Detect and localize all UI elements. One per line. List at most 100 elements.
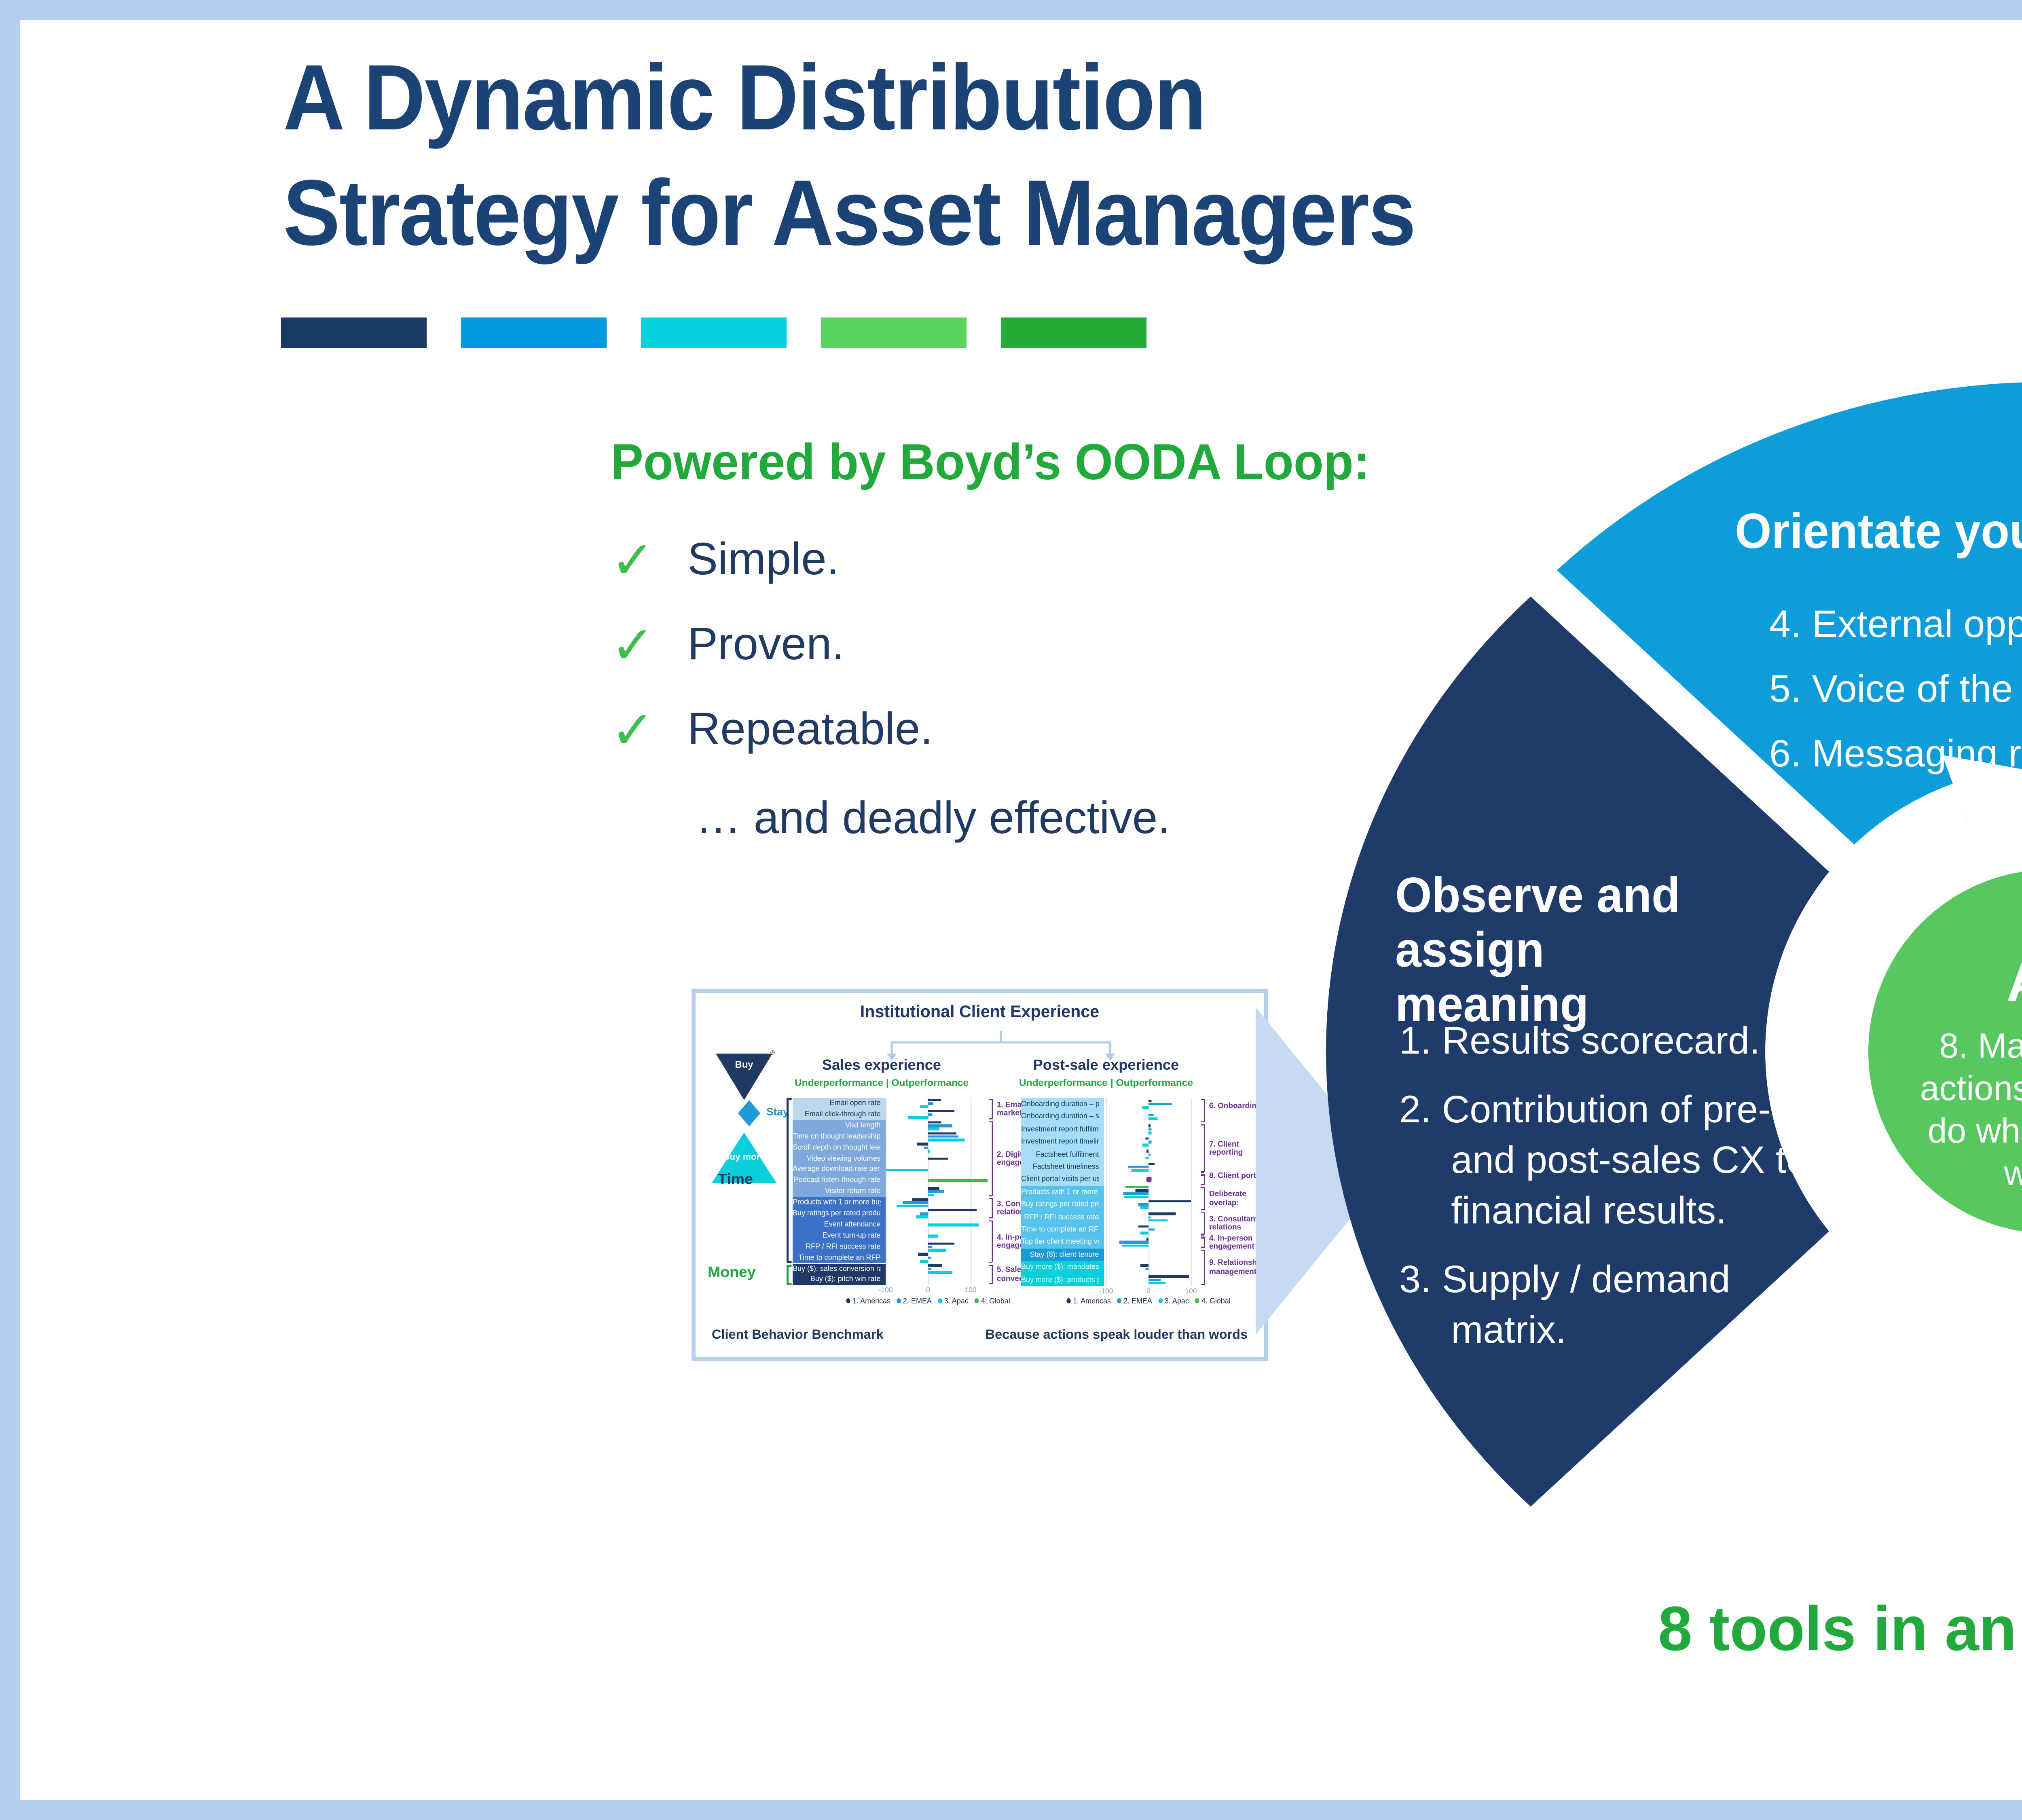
figure-bar [928, 1187, 939, 1190]
figure-row-label: Investment report fulfilment [1021, 1124, 1099, 1133]
figure-bar [912, 1198, 928, 1201]
legend-dot-icon [846, 1298, 851, 1303]
accent-bar [641, 317, 787, 348]
quadrant-list-item: 5. Voice of the client. [1769, 669, 2022, 712]
figure-row-label: Onboarding duration – pooled [1021, 1099, 1099, 1109]
figure-legend-label: 2. EMEA [1123, 1296, 1152, 1306]
figure-row-label: Investment report timeliness [1021, 1136, 1099, 1146]
figure-bar [886, 1168, 928, 1171]
figure-bar [928, 1271, 953, 1274]
funnel-buy-more-label: Buy more [723, 1151, 765, 1162]
figure-bar [928, 1179, 988, 1182]
figure-connector [890, 1041, 893, 1054]
funnel-buy-label: Buy [735, 1060, 753, 1071]
figure-legend-item: 2. EMEA [1117, 1296, 1152, 1306]
figure-bar [918, 1253, 928, 1256]
figure-bar [1148, 1228, 1155, 1231]
figure-bar [928, 1157, 948, 1160]
figure-bar [1145, 1268, 1148, 1270]
figure-bar [1148, 1275, 1189, 1278]
figure-bar [1148, 1099, 1152, 1103]
figure-bar [924, 1146, 928, 1149]
page-title-line1: A Dynamic Distribution [283, 44, 1206, 150]
money-bracket [787, 1265, 789, 1285]
figure-category-bracket [1201, 1124, 1204, 1126]
figure-bar [1148, 1219, 1168, 1222]
figure-category-bracket [989, 1283, 992, 1285]
figure-row-label: Onboarding duration – segregated [1021, 1111, 1099, 1121]
figure-bar [1128, 1166, 1148, 1168]
figure-bar [928, 1264, 943, 1267]
page-title-line2: Strategy for Asset Managers [283, 160, 1416, 265]
figure-category-bracket [989, 1220, 992, 1222]
footer-caption: 8 tools in an ongoing cycle [1658, 1594, 2022, 1664]
figure-row-label: Buy more ($): products per client [1021, 1274, 1099, 1284]
figure-category-bracket [1201, 1237, 1204, 1238]
figure-bar [1145, 1156, 1148, 1159]
post-sale-panel-subheader: Underperformance | Outperformance [1019, 1078, 1193, 1089]
figure-bar [928, 1242, 954, 1245]
figure-label-band [1021, 1185, 1104, 1249]
intro-heading: Powered by Boyd’s OODA Loop: [611, 435, 1370, 491]
figure-category-bracket [992, 1220, 993, 1263]
figure-bar [1148, 1153, 1151, 1156]
check-icon: ✓ [611, 530, 655, 590]
figure-legend-item: 1. Americas [1066, 1296, 1111, 1306]
figure-bar [1148, 1212, 1176, 1215]
client-experience-figure: Institutional Client Experience Buy ® St… [692, 989, 1268, 1361]
figure-bar [1138, 1225, 1148, 1228]
figure-bar [1141, 1232, 1148, 1234]
figure-category-bracket [989, 1261, 992, 1263]
ooda-cycle-diagram [1326, 382, 2022, 1507]
funnel-stay-label: Stay [766, 1106, 789, 1118]
figure-gridline [1148, 1098, 1150, 1286]
legend-dot-icon [1158, 1298, 1163, 1303]
legend-dot-icon [974, 1298, 979, 1303]
figure-legend-item: 1. Americas [846, 1296, 890, 1306]
figure-bar [928, 1249, 947, 1252]
quadrant-list-item: 1. Results scorecard. [1399, 1021, 1760, 1064]
figure-bar [896, 1204, 928, 1208]
legend-dot-icon [897, 1298, 901, 1303]
quadrant-list-item: 2. Contribution of pre- and post-sales C… [1399, 1090, 1808, 1234]
figure-category-bracket [989, 1198, 992, 1200]
figure-bar [928, 1121, 941, 1124]
figure-category-bracket [1201, 1284, 1204, 1285]
observe-heading: Observe and assign meaning [1395, 870, 1681, 1033]
figure-category-bracket [989, 1217, 992, 1219]
figure-category-label: 3. Consultant relations [1209, 1214, 1258, 1232]
figure-category-bracket [1201, 1171, 1204, 1172]
figure-connector [892, 1041, 1110, 1043]
figure-bar [1148, 1103, 1172, 1106]
legend-dot-icon [1066, 1298, 1071, 1303]
check-item: ✓Repeatable. [611, 700, 1460, 768]
figure-row-label: Buy ($): pitch win rate [810, 1274, 881, 1284]
orientate-heading: Orientate yourself [1735, 506, 2022, 560]
figure-connector [1000, 1031, 1002, 1043]
figure-bar [1125, 1185, 1148, 1189]
figure-bar [928, 1149, 930, 1153]
figure-bar [928, 1110, 955, 1113]
figure-row-label: Buy more ($): mandates per client [1021, 1262, 1099, 1271]
figure-row-label: Time on thought leadership [793, 1131, 881, 1141]
figure-row-label: Visitor return rate [825, 1186, 881, 1196]
connector-arrow-icon [1105, 1054, 1115, 1061]
figure-category-label: Deliberate overlap: [1209, 1189, 1246, 1207]
figure-legend-label: 3. Apac [1164, 1296, 1189, 1306]
figure-bar [1148, 1141, 1151, 1143]
figure-bar [928, 1099, 941, 1102]
time-bracket [787, 1098, 789, 1263]
quadrant-list-item: 6. Messaging requirements. [1769, 734, 2022, 777]
figure-bar [928, 1194, 935, 1197]
figure-bar [928, 1245, 933, 1249]
money-bracket [787, 1283, 792, 1285]
time-bracket [787, 1261, 792, 1263]
figure-axis-tick: 0 [1146, 1288, 1151, 1295]
figure-row-label: Email click-through rate [804, 1109, 881, 1118]
accent-bar [281, 317, 427, 348]
figure-bar [1148, 1117, 1158, 1120]
figure-label-band [793, 1263, 886, 1286]
figure-bar [1148, 1131, 1152, 1134]
figure-row-label: RFP / RFI success rate [806, 1241, 881, 1251]
